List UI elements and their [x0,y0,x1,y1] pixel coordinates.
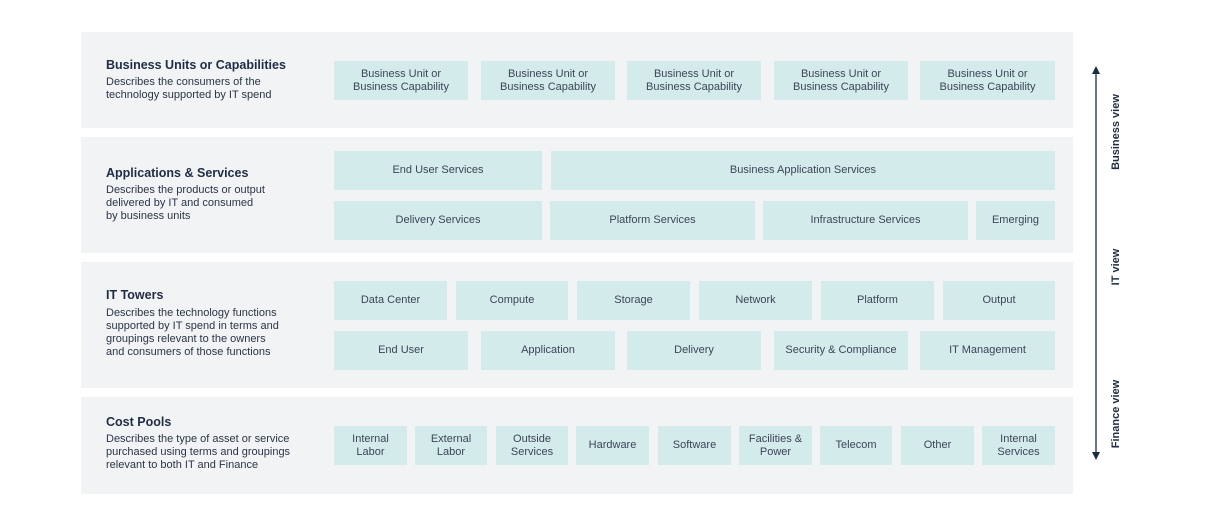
cost-pool-box: Hardware [576,426,649,465]
service-box: Infrastructure Services [763,201,968,240]
tower-box: Data Center [334,281,447,320]
cost-pool-box: Internal Labor [334,426,407,465]
cost-pool-box: External Labor [415,426,487,465]
cost-pool-box: Software [658,426,731,465]
service-box: Platform Services [550,201,755,240]
layer-description: Describes the technology functions suppo… [106,307,279,358]
tower-box: IT Management [920,331,1055,370]
layer-title: Cost Pools [106,415,172,429]
service-box: Business Application Services [551,151,1055,190]
business-view-label: Business view [1110,94,1122,170]
tower-box: Storage [577,281,690,320]
view-axis-arrow [1092,66,1100,460]
tower-box: End User [334,331,468,370]
tower-box: Delivery [627,331,761,370]
cost-pool-box: Telecom [820,426,892,465]
tower-box: Network [699,281,812,320]
business-unit-box: Business Unit or Business Capability [481,61,615,100]
tower-box: Security & Compliance [774,331,908,370]
tower-box: Compute [456,281,568,320]
layer-description: Describes the type of asset or service p… [106,433,291,471]
business-unit-box: Business Unit or Business Capability [920,61,1055,100]
cost-pool-box: Internal Services [982,426,1055,465]
cost-pool-box: Other [901,426,974,465]
layer-title: Business Units or Capabilities [106,58,286,72]
cost-pool-box: Facilities & Power [739,426,812,465]
service-box: End User Services [334,151,542,190]
service-box: Delivery Services [334,201,542,240]
business-unit-box: Business Unit or Business Capability [774,61,908,100]
tower-box: Application [481,331,615,370]
layer-title: Applications & Services [106,166,249,180]
tower-box: Platform [821,281,934,320]
business-unit-box: Business Unit or Business Capability [627,61,761,100]
tower-box: Output [943,281,1055,320]
layer-description: Describes the consumers of the technolog… [106,76,272,101]
business-unit-box: Business Unit or Business Capability [334,61,468,100]
it-view-label: IT view [1110,248,1122,286]
service-box: Emerging [976,201,1055,240]
cost-pool-box: Outside Services [496,426,568,465]
finance-view-label: Finance view [1110,379,1122,449]
layer-title: IT Towers [106,288,164,302]
layer-description: Describes the products or output deliver… [106,184,265,222]
